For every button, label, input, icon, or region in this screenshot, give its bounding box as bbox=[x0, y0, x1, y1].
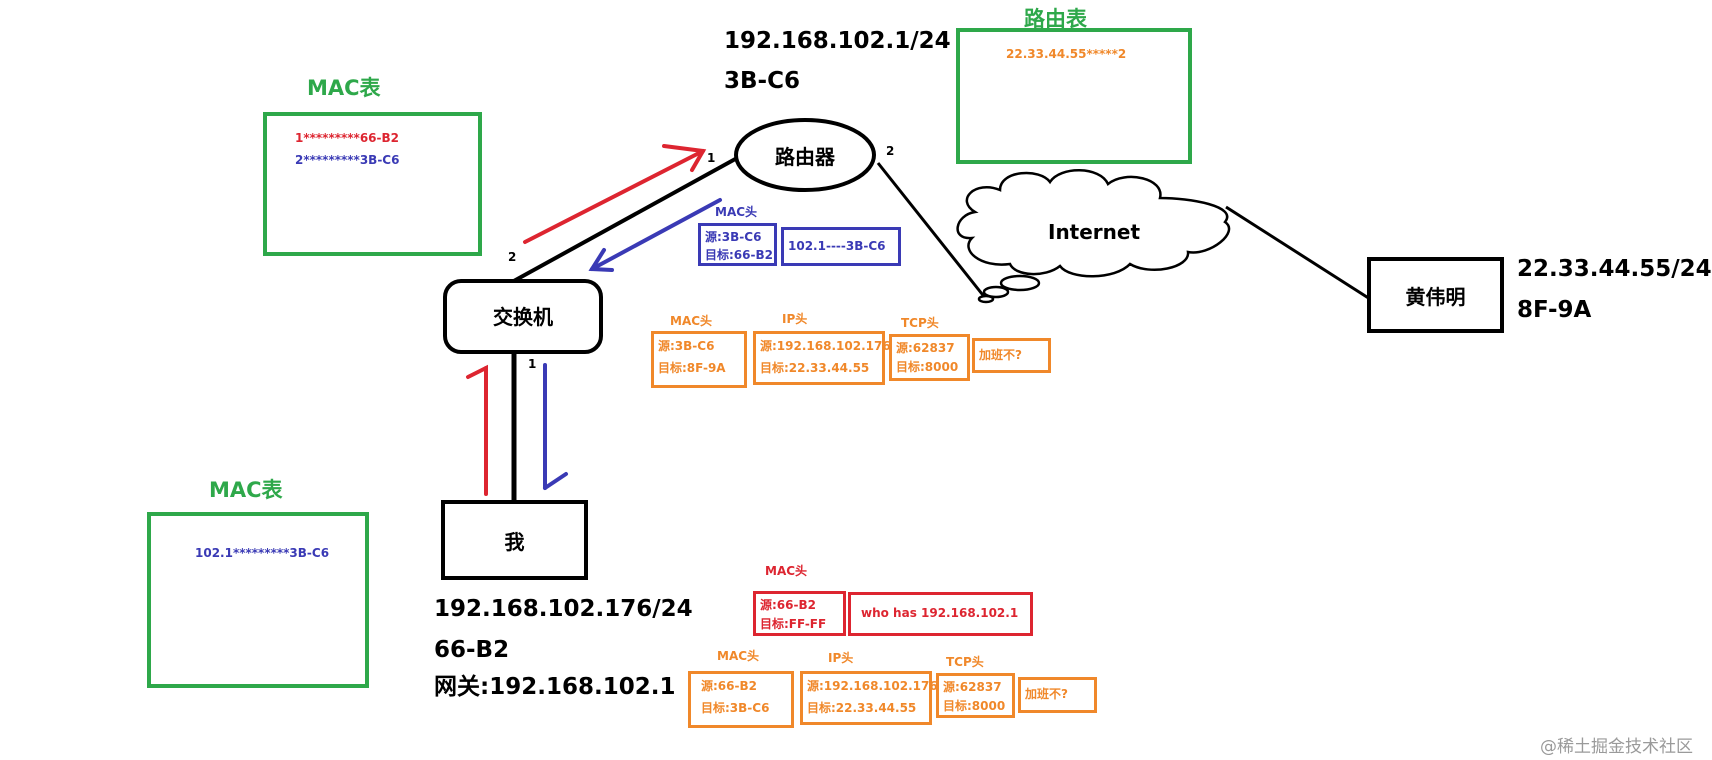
orig-mac-src: 源:66-B2 bbox=[701, 679, 757, 693]
router-mac: 3B-C6 bbox=[724, 68, 800, 94]
fwd-ip-header-label: IP头 bbox=[782, 312, 808, 326]
orig-mac-dst: 目标:3B-C6 bbox=[701, 700, 770, 715]
remote-ip: 22.33.44.55/24 bbox=[1517, 256, 1712, 282]
orig-tcp-src: 源:62837 bbox=[943, 680, 1002, 694]
arp-reply-src: 源:3B-C6 bbox=[705, 230, 762, 244]
fwd-tcp-header-label: TCP头 bbox=[901, 316, 939, 330]
fwd-tcp-src: 源:62837 bbox=[896, 341, 955, 355]
arp-reply-payload: 102.1----3B-C6 bbox=[781, 227, 901, 266]
orig-ip-src: 源:192.168.102.176 bbox=[807, 679, 938, 693]
routing-table-title: 路由表 bbox=[1024, 7, 1087, 31]
internet-cloud bbox=[956, 169, 1231, 304]
link-internet-remote bbox=[1225, 205, 1371, 301]
host-mac-entry: 102.1*********3B-C6 bbox=[195, 546, 330, 560]
host-me-node: 我 bbox=[441, 500, 588, 580]
fwd-tcp-dst: 目标:8000 bbox=[896, 360, 959, 375]
orig-ip-header-label: IP头 bbox=[828, 651, 854, 665]
orig-tcp-header-label: TCP头 bbox=[946, 655, 984, 669]
orig-ip-dst: 目标:22.33.44.55 bbox=[807, 700, 917, 715]
arp-request-dst: 目标:FF-FF bbox=[760, 617, 827, 632]
red-arrow-to-switch bbox=[466, 364, 488, 496]
blue-arrow-to-me bbox=[543, 363, 568, 490]
orig-tcp-dst: 目标:8000 bbox=[943, 699, 1006, 714]
remote-node: 黄伟明 bbox=[1367, 257, 1504, 333]
host-mac: 66-B2 bbox=[434, 637, 510, 663]
switch-port-1: 1 bbox=[528, 357, 537, 371]
orig-ip-header: 源:192.168.102.176 目标:22.33.44.55 bbox=[800, 671, 938, 725]
routing-table: 22.33.44.55*****2 bbox=[956, 28, 1192, 164]
blue-arrow-to-switch bbox=[588, 198, 722, 272]
host-mac-table-title: MAC表 bbox=[209, 478, 283, 502]
host-ip: 192.168.102.176/24 bbox=[434, 596, 693, 622]
router-label: 路由器 bbox=[775, 144, 835, 169]
arp-reply-mac-header-label: MAC头 bbox=[715, 205, 758, 219]
switch-mac-table: 1*********66-B2 2*********3B-C6 bbox=[263, 112, 482, 256]
fwd-data: 加班不? bbox=[972, 338, 1051, 373]
arp-request-payload: who has 192.168.102.1 bbox=[848, 592, 1033, 636]
link-router-internet bbox=[876, 162, 988, 300]
fwd-data-text: 加班不? bbox=[979, 348, 1022, 362]
routing-table-entry: 22.33.44.55*****2 bbox=[1006, 47, 1127, 61]
arp-reply-dst: 目标:66-B2 bbox=[705, 248, 773, 262]
router-port-2: 2 bbox=[886, 144, 895, 158]
orig-data-text: 加班不? bbox=[1025, 687, 1068, 701]
switch-mac-table-title: MAC表 bbox=[307, 76, 381, 100]
orig-tcp-header: 源:62837 目标:8000 bbox=[936, 673, 1015, 718]
orig-mac-header-label: MAC头 bbox=[717, 649, 760, 663]
link-switch-router bbox=[511, 150, 749, 284]
remote-mac: 8F-9A bbox=[1517, 297, 1592, 323]
arp-request-mac-header: 源:66-B2 目标:FF-FF bbox=[753, 591, 846, 636]
switch-port-2: 2 bbox=[508, 250, 517, 264]
arp-request-src: 源:66-B2 bbox=[760, 598, 816, 612]
fwd-mac-header: 源:3B-C6 目标:8F-9A bbox=[651, 331, 747, 388]
router-ip: 192.168.102.1/24 bbox=[724, 28, 951, 54]
host-gateway: 网关:192.168.102.1 bbox=[434, 674, 676, 700]
fwd-ip-dst: 目标:22.33.44.55 bbox=[760, 360, 870, 375]
fwd-mac-header-label: MAC头 bbox=[670, 314, 713, 328]
watermark: @稀土掘金技术社区 bbox=[1540, 737, 1693, 757]
switch-label: 交换机 bbox=[493, 304, 553, 329]
fwd-ip-header: 源:192.168.102.176 目标:22.33.44.55 bbox=[753, 331, 891, 385]
arp-reply-mac-header: 源:3B-C6 目标:66-B2 bbox=[698, 223, 777, 266]
arp-request-mac-header-label: MAC头 bbox=[765, 564, 808, 578]
orig-mac-header: 源:66-B2 目标:3B-C6 bbox=[688, 671, 794, 728]
red-arrow-to-router bbox=[523, 144, 707, 244]
arp-request-payload-text: who has 192.168.102.1 bbox=[861, 606, 1019, 620]
fwd-tcp-header: 源:62837 目标:8000 bbox=[889, 334, 970, 381]
router-port-1: 1 bbox=[707, 151, 716, 165]
switch-mac-entry-1: 1*********66-B2 bbox=[295, 131, 400, 145]
host-mac-table: 102.1*********3B-C6 bbox=[147, 512, 369, 688]
switch-node bbox=[443, 279, 603, 354]
fwd-mac-dst: 目标:8F-9A bbox=[658, 360, 726, 375]
orig-data: 加班不? bbox=[1018, 677, 1097, 713]
host-me-label: 我 bbox=[504, 529, 525, 554]
remote-label: 黄伟明 bbox=[1405, 284, 1466, 309]
switch-mac-entry-2: 2*********3B-C6 bbox=[295, 153, 400, 167]
fwd-ip-src: 源:192.168.102.176 bbox=[760, 339, 891, 353]
router-node bbox=[734, 118, 876, 192]
arp-reply-payload-text: 102.1----3B-C6 bbox=[788, 239, 886, 253]
internet-label: Internet bbox=[1048, 220, 1141, 244]
fwd-mac-src: 源:3B-C6 bbox=[658, 339, 715, 353]
